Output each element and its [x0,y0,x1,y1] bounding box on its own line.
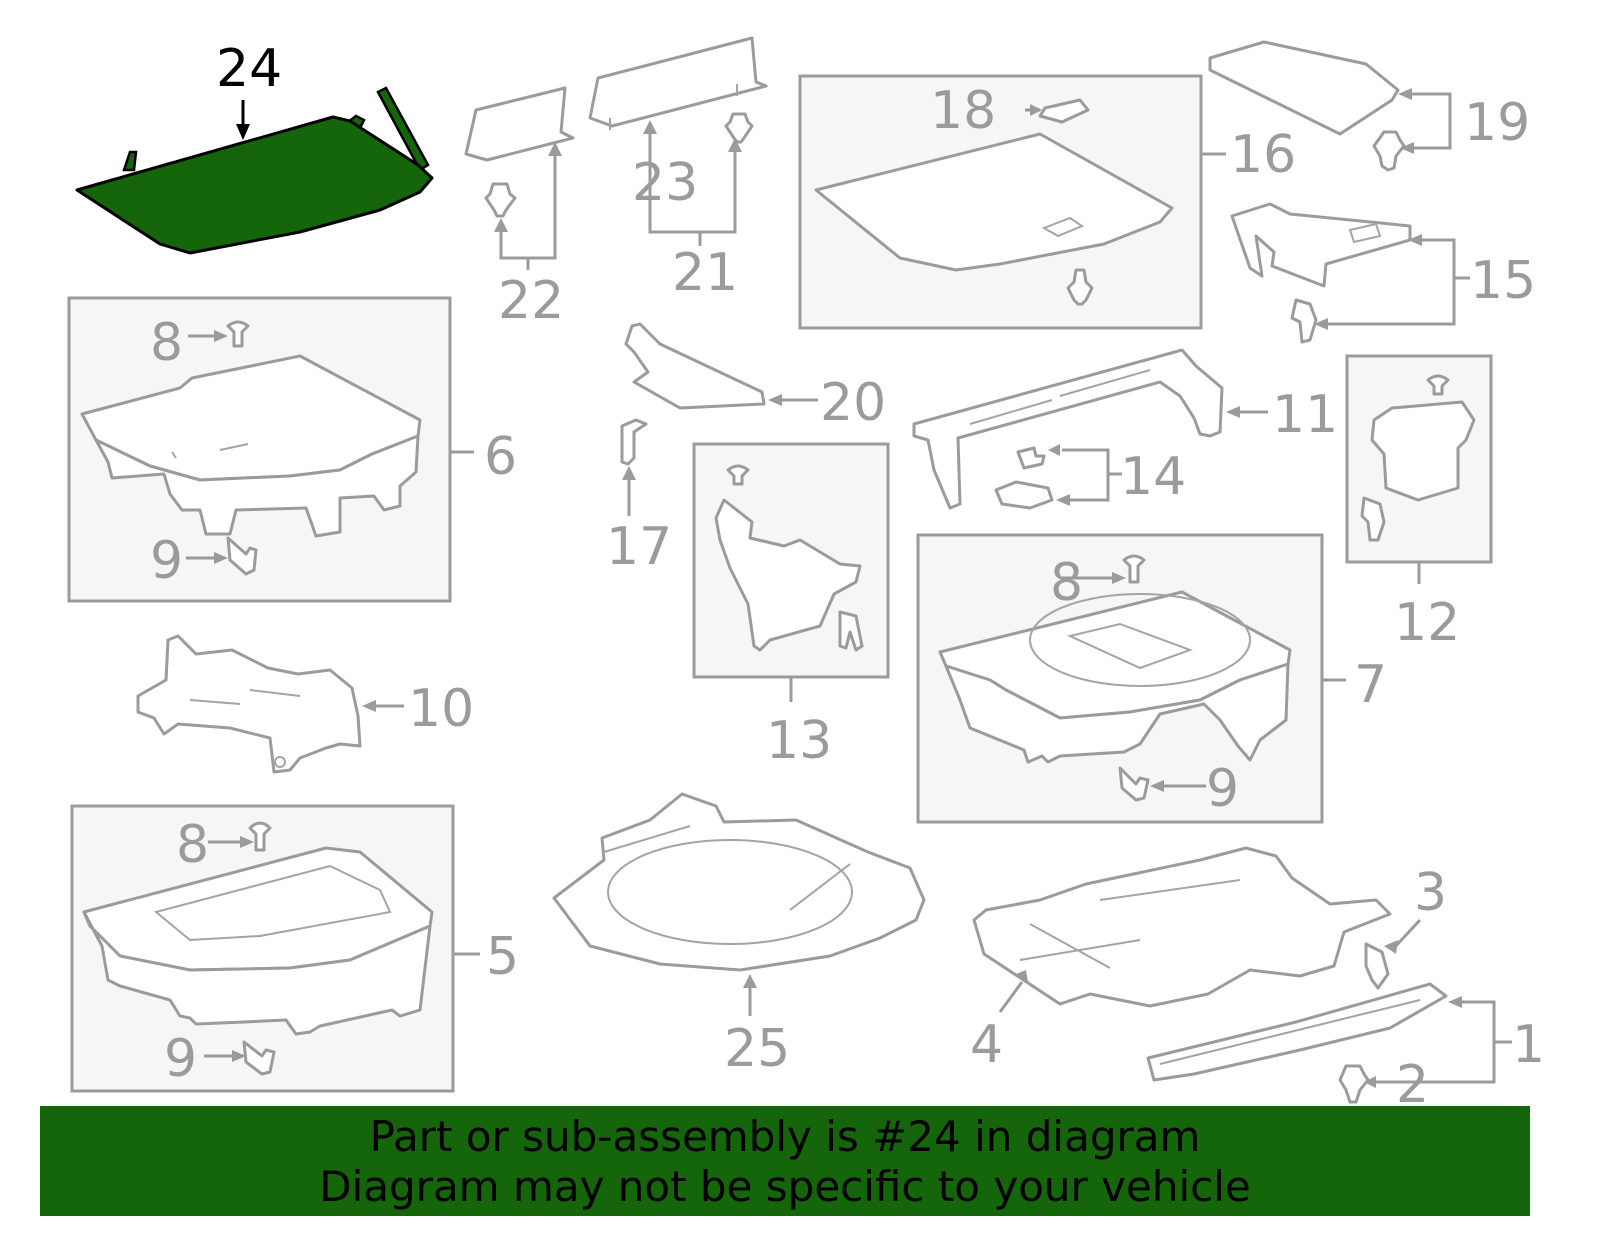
part-15: 15 [1230,202,1536,344]
part-12-box: 12 [1345,354,1493,653]
callout-8c: 8 [176,815,209,875]
callout-5: 5 [486,927,519,987]
callout-19: 19 [1464,93,1530,153]
callout-13: 13 [766,711,832,771]
part-11: 11 [912,348,1338,510]
part-16-box: 18 16 [798,74,1296,330]
callout-1: 1 [1512,1015,1545,1075]
callout-9c: 9 [164,1029,197,1089]
callout-6: 6 [484,427,517,487]
callout-10: 10 [408,679,474,739]
callout-8a: 8 [150,313,183,373]
part-23: 23 21 [588,36,768,303]
callout-22: 22 [498,271,564,331]
callout-15: 15 [1470,251,1536,311]
part-20: 20 [624,322,886,433]
callout-17: 17 [606,517,672,577]
callout-4: 4 [970,1015,1003,1075]
callout-23: 23 [632,153,698,213]
callout-7: 7 [1354,655,1387,715]
part-3: 3 [1364,863,1447,990]
callout-9a: 9 [150,531,183,591]
part-1: 1 [1146,982,1545,1084]
part-25: 25 [552,792,926,1079]
part-19: 19 [1208,40,1530,172]
callout-3: 3 [1414,863,1447,923]
callout-21: 21 [672,243,738,303]
banner-line-1: Part or sub-assembly is #24 in diagram [369,1112,1201,1161]
callout-2: 2 [1396,1055,1429,1115]
callout-12: 12 [1394,593,1460,653]
part-5-box: 8 9 5 [70,804,519,1093]
part-4: 4 [970,846,1392,1075]
callout-24: 24 [216,39,282,99]
callout-8b: 8 [1050,553,1083,613]
callout-25: 25 [724,1019,790,1079]
part-14: 14 [994,444,1186,510]
callout-9b: 9 [1206,759,1239,819]
part-6-box: 8 9 6 [67,296,517,603]
part-17: 17 [606,418,672,577]
part-10: 10 [136,634,474,774]
banner-line-2: Diagram may not be specific to your vehi… [319,1162,1251,1211]
part-22: 22 [464,86,575,331]
callout-11: 11 [1272,385,1338,445]
part-7-box: 8 9 7 [916,533,1387,824]
part-24-highlighted[interactable]: 24 [75,39,434,255]
notice-banner: Part or sub-assembly is #24 in diagram D… [40,1106,1530,1216]
callout-16: 16 [1230,125,1296,185]
callout-18: 18 [930,81,996,141]
part-13-box: 13 [692,442,890,771]
callout-20: 20 [820,373,886,433]
part-2: 2 [1338,1055,1429,1115]
callout-14: 14 [1120,447,1186,507]
